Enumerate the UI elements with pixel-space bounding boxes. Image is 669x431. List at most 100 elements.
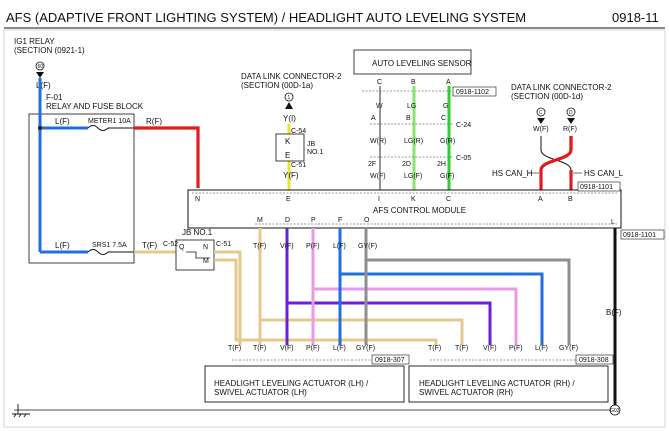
c05-label: C-05	[456, 155, 471, 162]
fuse-srs1-icon	[87, 249, 109, 255]
relay-connector-num: 60	[38, 64, 44, 70]
sensor-pin-c: C	[377, 79, 382, 86]
rh-wire-j: L(F)	[535, 345, 548, 352]
sensor-wire-wr: W(R)	[370, 138, 386, 145]
can-l-wire	[539, 136, 573, 190]
diagram-title: AFS (ADAPTIVE FRONT LIGHTING SYSTEM) / H…	[6, 10, 526, 25]
rh-wire-f: GY(F)	[559, 345, 578, 352]
module-pin-f: F	[338, 217, 342, 224]
jb-top-label-1: JB	[307, 141, 316, 148]
relay-name: IG1 RELAY	[14, 37, 55, 46]
dlc2d-pin-c-circle	[536, 107, 546, 117]
jb-top-term-e: E	[285, 151, 290, 160]
jb-low-n: N	[203, 244, 208, 251]
junction-dot	[38, 126, 42, 130]
dlc2d-wire-d: R(F)	[563, 126, 577, 133]
module-pin-a: A	[538, 196, 543, 203]
actuator-rh-box	[408, 365, 609, 403]
sensor-wire-gf: G(F)	[440, 173, 454, 180]
module-wire-f: L(F)	[333, 243, 346, 250]
rh-wire-i: P(F)	[509, 345, 523, 352]
rh-wire-k: V(F)	[483, 345, 497, 352]
lh-conn-tag	[371, 354, 410, 365]
dlc2a-wire-bot: Y(F)	[283, 171, 299, 180]
blue-wire-rh	[340, 272, 544, 345]
lh-connector: 0918-307	[375, 357, 405, 364]
module-pin-o: O	[364, 217, 370, 224]
jb-low-c52: C-52	[163, 241, 178, 248]
module-pin-l: L	[611, 219, 615, 226]
afs-module-name: AFS CONTROL MODULE	[373, 206, 466, 215]
actuator-lh-box	[204, 365, 405, 403]
sensor-box	[353, 49, 472, 75]
tan-wire-lh-g	[214, 250, 242, 345]
jb-low-q: Q	[179, 244, 185, 251]
fuse-block-name: RELAY AND FUSE BLOCK	[46, 102, 144, 111]
actuator-lh-name-1: HEADLIGHT LEVELING ACTUATOR (LH) /	[214, 379, 369, 388]
jb-low-box	[175, 239, 215, 271]
dlc2a-pin-circle	[284, 92, 294, 102]
sensor-wire-wf: W(F)	[370, 173, 386, 180]
relay-section: (SECTION (0921-1)	[14, 46, 85, 55]
jb-low-m: M	[203, 258, 209, 265]
actuator-lh-name-2: SWIVEL ACTUATOR (LH)	[214, 388, 307, 397]
dlc2a-section: (SECTION (00D-1a)	[241, 81, 313, 90]
sensor-wire-lg: LG	[407, 103, 416, 110]
rh-wire-g: T(F)	[428, 345, 441, 352]
sensor-pin-a: A	[446, 79, 451, 86]
page-code: 0918-11	[612, 10, 659, 25]
lh-wire-j: L(F)	[333, 345, 346, 352]
c24-pin-a: A	[371, 115, 376, 122]
ground-code: G02	[610, 408, 620, 414]
rh-connector: 0918-308	[579, 357, 609, 364]
module-wire-d: V(F)	[280, 243, 294, 250]
module-pin-p: P	[311, 217, 316, 224]
fuse-srs1-label: SRS1 7.5A	[92, 242, 127, 249]
sensor-pin-b: B	[411, 79, 416, 86]
jb-top-box	[275, 133, 305, 162]
fuse-meter1-icon	[87, 125, 109, 131]
actuator-rh-name-2: SWIVEL ACTUATOR (RH)	[419, 388, 513, 397]
pink-wire-rh	[313, 287, 518, 345]
jb-low-name: JB NO.1	[182, 228, 213, 237]
c05-pin-2d: 2D	[402, 161, 411, 168]
sensor-wire-gr: G(R)	[440, 138, 455, 145]
lh-wire-l: T(F)	[253, 345, 266, 352]
c05-pin-2h: 2H	[437, 161, 446, 168]
module-wire-p: P(F)	[306, 243, 320, 250]
module-wire-o: GY(F)	[358, 243, 377, 250]
red-wire-n	[134, 126, 200, 188]
lh-wire-i: P(F)	[306, 345, 320, 352]
relay-connector-circle	[35, 61, 45, 71]
dlc2d-arrow-d-icon	[567, 118, 575, 124]
module-pin-c: C	[446, 196, 451, 203]
lh-wire-k: V(F)	[280, 345, 294, 352]
jb-top-c54: C-54	[291, 128, 306, 135]
module-pin-i: I	[378, 196, 380, 203]
c24-label: C-24	[456, 122, 471, 129]
module-pin-d: D	[285, 217, 290, 224]
fuse-wire-out-1: R(F)	[146, 117, 162, 126]
dlc2d-pin-d-circle	[566, 107, 576, 117]
sensor-name: AUTO LEVELING SENSOR	[372, 59, 472, 68]
actuator-rh-name-1: HEADLIGHT LEVELING ACTUATOR (RH) /	[419, 379, 575, 388]
can-h-label: HS CAN_H	[492, 169, 533, 178]
relay-arrow-icon	[36, 72, 44, 78]
sensor-connector-tag	[452, 86, 497, 97]
can-l-label: HS CAN_L	[584, 169, 624, 178]
violet-wire-rh	[287, 301, 492, 345]
module-pin-k: K	[411, 196, 416, 203]
chassis-ground-icon	[12, 404, 30, 418]
fuse-meter1-label: METER1 10A	[88, 118, 131, 125]
afs-module-box	[187, 189, 622, 229]
lh-wire-g: T(F)	[228, 345, 241, 352]
module-connector-top: 0918-1101	[580, 184, 613, 191]
rh-conn-tag	[575, 354, 614, 365]
c24-pin-b: B	[406, 115, 411, 122]
tan-wire-rh-g	[214, 258, 438, 345]
fuse-block-box	[28, 113, 135, 264]
fuse-wire-out-2: T(F)	[142, 241, 157, 250]
sensor-wire-lgf: LG(F)	[404, 173, 422, 180]
fuse-wire-in-1: L(F)	[55, 117, 70, 126]
